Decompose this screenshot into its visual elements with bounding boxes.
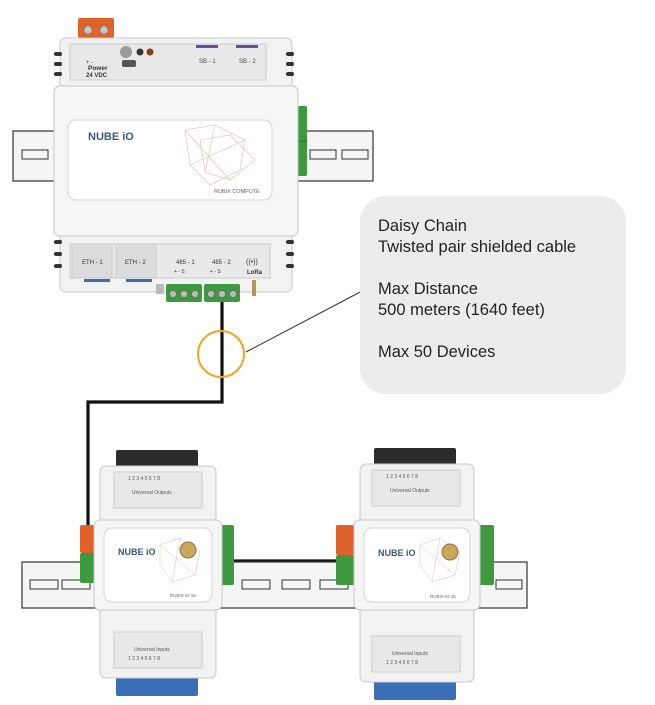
lora-antenna: [252, 280, 256, 296]
io1-inputs-label: Universal Inputs: [134, 647, 170, 653]
io2-antenna-icon: [441, 543, 459, 561]
controller-brand-logo: NUBE iO: [88, 131, 134, 143]
io2-model: RUBIX iO 16: [430, 594, 456, 599]
io2-outputs-label: Universal Outputs: [390, 488, 430, 494]
rs485-2-pins: + - S: [210, 269, 221, 275]
io1-antenna-icon: [179, 541, 197, 559]
cable-highlight-ring: [197, 330, 245, 378]
io2-output-pins: 1 2 3 4 5 6 7 8: [386, 474, 418, 480]
rs485-2-label: 485 - 2: [212, 260, 231, 266]
callout-box: Daisy Chain Twisted pair shielded cable …: [360, 196, 626, 394]
io1-outputs-label: Universal Outputs: [132, 490, 172, 496]
rubix-compute-controller: + - Power 24 VDC SB - 1 SB - 2 NUBE iO R…: [53, 18, 307, 302]
io1-output-pins: 1 2 3 4 5 6 7 8: [128, 476, 160, 482]
decorative-network-pattern: [184, 124, 256, 186]
power-label: Power: [88, 65, 108, 72]
eth1-label: ETH - 1: [82, 260, 103, 266]
io1-brand-logo: NUBE iO: [118, 547, 156, 557]
eth2-label: ETH - 2: [125, 260, 146, 266]
power-voltage: 24 VDC: [86, 73, 108, 79]
rubix-io16-module-2: 1 2 3 4 5 6 7 8 Universal Outputs 1 2 3 …: [336, 448, 494, 700]
callout-daisy-chain: Daisy Chain: [378, 217, 467, 235]
lora-label: LoRa: [247, 270, 263, 276]
callout-max-devices: Max 50 Devices: [378, 343, 496, 361]
lora-antenna-icon: ((•)): [246, 259, 258, 266]
power-polarity: + -: [86, 60, 93, 66]
callout-max-distance-title: Max Distance: [378, 280, 478, 298]
power-terminal: [78, 18, 114, 38]
rs485-1-label: 485 - 1: [176, 260, 195, 266]
callout-cable-type: Twisted pair shielded cable: [378, 238, 577, 256]
sb2-label: SB - 2: [239, 59, 256, 65]
io1-model: RUBIX iO 16: [170, 593, 196, 598]
controller-model: RUBIX COMPUTE: [214, 189, 260, 195]
io2-input-pins: 1 2 3 4 5 6 7 8: [386, 660, 418, 666]
callout-max-distance-value: 500 meters (1640 feet): [378, 301, 545, 319]
sb1-label: SB - 1: [199, 59, 216, 65]
io2-inputs-label: Universal Inputs: [392, 651, 428, 657]
io2-brand-logo: NUBE iO: [378, 548, 416, 558]
io1-input-pins: 1 2 3 4 5 6 7 8: [128, 656, 160, 662]
callout-pointer: [245, 289, 365, 353]
rs485-1-pins: + - S: [174, 269, 185, 275]
rubix-io16-module-1: 1 2 3 4 5 6 7 8 Universal Outputs 1 2 3 …: [80, 450, 234, 696]
